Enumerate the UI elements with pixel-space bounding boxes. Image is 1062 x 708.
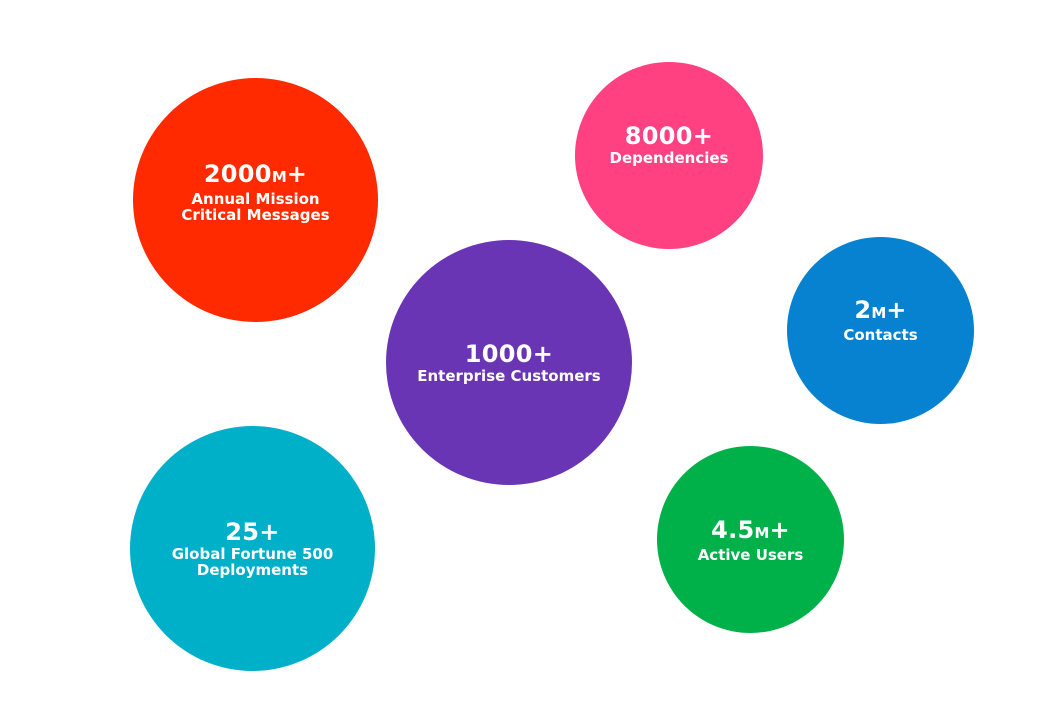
stat-label: Active Users [697, 545, 804, 564]
stat-label: Dependencies [609, 149, 729, 167]
stat-bubble-customers: 1000+ Enterprise Customers [386, 240, 632, 485]
stat-bubble-messages: 2000M+ Annual Mission Critical Messages [133, 78, 378, 322]
stat-label: Global Fortune 500 Deployments [171, 545, 334, 579]
stat-label: Annual Mission Critical Messages [181, 190, 330, 224]
stat-label: Enterprise Customers [417, 367, 601, 385]
stat-bubble-contacts: 2M+ Contacts [787, 237, 974, 424]
stat-value: 8000+ [624, 122, 714, 150]
stat-bubble-dependencies: 8000+ Dependencies [575, 62, 763, 249]
stat-value: 4.5M+ [711, 515, 790, 544]
stat-bubble-users: 4.5M+ Active Users [657, 446, 844, 633]
stat-label: Contacts [843, 325, 918, 344]
stat-value: 2M+ [854, 295, 907, 324]
stat-value: 1000+ [464, 340, 554, 368]
stat-value: 2000M+ [203, 160, 308, 188]
stat-bubble-deployments: 25+ Global Fortune 500 Deployments [130, 426, 375, 671]
stat-value: 25+ [225, 518, 280, 546]
